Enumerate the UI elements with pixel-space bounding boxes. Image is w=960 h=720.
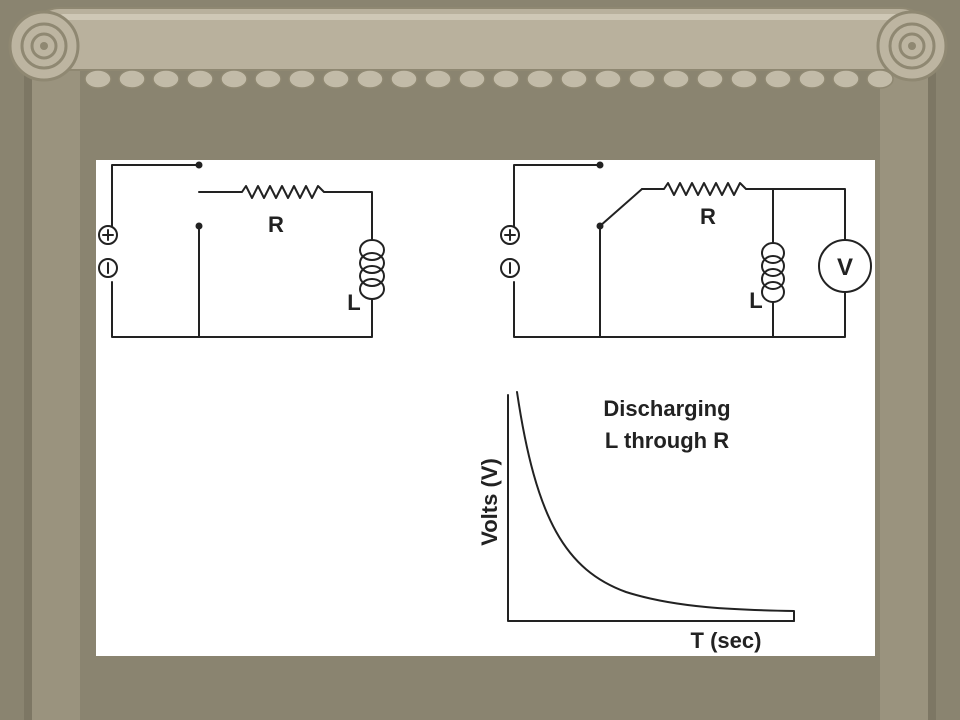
dentil [322, 69, 350, 89]
left-inductor-coil [359, 239, 385, 300]
dentil [730, 69, 758, 89]
left-volute [8, 10, 80, 82]
dentil [288, 69, 316, 89]
left-wire-bottom [111, 281, 373, 338]
graph-title-line2: L through R [605, 428, 729, 453]
dentil [84, 69, 112, 89]
y-axis-label: Volts (V) [477, 458, 502, 546]
right-pillar-shade [928, 70, 936, 720]
dentil [152, 69, 180, 89]
dentil [186, 69, 214, 89]
rl-diagram: R L R [98, 161, 872, 653]
right-inductor-label: L [749, 288, 762, 313]
x-axis-label: T (sec) [691, 628, 762, 653]
left-wire-battery-top [111, 164, 200, 227]
dentil [662, 69, 690, 89]
dentil [458, 69, 486, 89]
dentil-row [84, 69, 894, 89]
voltmeter-label: V [837, 254, 853, 281]
dentil [220, 69, 248, 89]
right-pillar [880, 70, 936, 720]
dentil [866, 69, 894, 89]
graph-title-line1: Discharging [603, 396, 730, 421]
capital-highlight [60, 14, 900, 20]
left-resistor-label: R [268, 212, 284, 237]
right-inductor-coil [761, 242, 785, 303]
left-inductor-label: L [347, 290, 360, 315]
left-pillar [24, 70, 80, 720]
left-resistor-wire [198, 185, 373, 241]
right-circuit: R L V [500, 161, 872, 338]
right-switch-top-contact [596, 161, 604, 169]
right-switch-blade [599, 188, 643, 227]
decay-curve [516, 391, 795, 622]
dentil [526, 69, 554, 89]
right-wire-battery-top [513, 164, 601, 227]
right-resistor-label: R [700, 204, 716, 229]
dentil [798, 69, 826, 89]
dentil [390, 69, 418, 89]
dentil [492, 69, 520, 89]
dentil [628, 69, 656, 89]
dentil [594, 69, 622, 89]
left-switch-top-contact [195, 161, 203, 169]
dentil [832, 69, 860, 89]
dentil [764, 69, 792, 89]
dentil [560, 69, 588, 89]
dentil [118, 69, 146, 89]
left-circuit: R L [98, 161, 385, 338]
dentil [254, 69, 282, 89]
slide-panel: R L R [96, 160, 875, 656]
dentil [424, 69, 452, 89]
left-pillar-shade [24, 70, 32, 720]
right-wire-bottom [513, 281, 846, 338]
dentil [696, 69, 724, 89]
right-resistor-wire [641, 182, 846, 247]
dentil [356, 69, 384, 89]
right-volute [876, 10, 948, 82]
graph-axes [507, 394, 795, 622]
discharge-graph: Discharging L through R Volts (V) T (sec… [477, 391, 795, 653]
